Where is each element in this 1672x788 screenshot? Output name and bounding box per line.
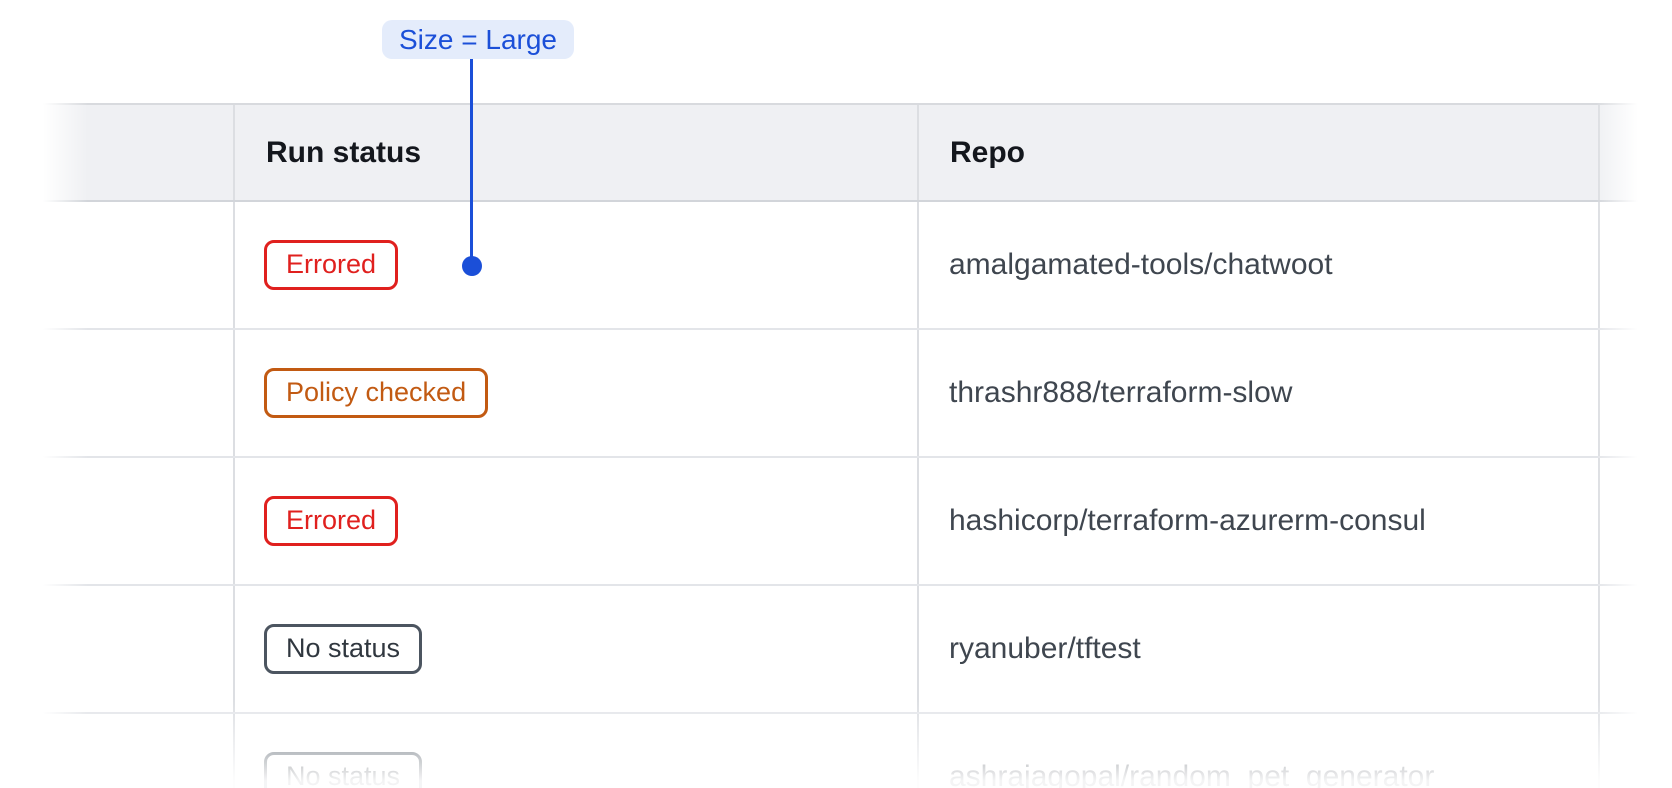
status-badge: Policy checked (264, 368, 489, 418)
repo-cell: ryanuber/tftest (917, 586, 1598, 712)
row-empty-cell (40, 714, 233, 788)
repo-name: thrashr888/terraform-slow (949, 376, 1293, 409)
run-status-cell: Errored (233, 202, 917, 328)
table-row[interactable]: Errored amalgamated-tools/chatwoot (40, 202, 1645, 330)
row-empty-cell (40, 202, 233, 328)
repo-name: amalgamated-tools/chatwoot (949, 248, 1333, 281)
table-row[interactable]: No status ashrajagopal/random_pet_genera… (40, 714, 1645, 788)
row-overflow-cell (1598, 330, 1645, 456)
row-overflow-cell (1598, 586, 1645, 712)
run-status-cell: No status (233, 714, 917, 788)
size-annotation-pill: Size = Large (382, 20, 574, 59)
repo-name: hashicorp/terraform-azurerm-consul (949, 504, 1426, 537)
repo-cell: ashrajagopal/random_pet_generator (917, 714, 1598, 788)
run-status-cell: Errored (233, 458, 917, 584)
header-cell-repo: Repo (917, 105, 1598, 200)
repo-name: ashrajagopal/random_pet_generator (949, 760, 1435, 788)
repo-name: ryanuber/tftest (949, 632, 1141, 665)
table-row[interactable]: Policy checked thrashr888/terraform-slow (40, 330, 1645, 458)
status-badge: No status (264, 752, 423, 788)
repo-cell: amalgamated-tools/chatwoot (917, 202, 1598, 328)
status-badge: Errored (264, 496, 399, 546)
status-badge: No status (264, 624, 423, 674)
table-row[interactable]: No status ryanuber/tftest (40, 586, 1645, 714)
annotation-connector-line (470, 59, 473, 257)
repo-cell: hashicorp/terraform-azurerm-consul (917, 458, 1598, 584)
repo-cell: thrashr888/terraform-slow (917, 330, 1598, 456)
header-cell-empty (40, 105, 233, 200)
header-cell-run-status: Run status (233, 105, 917, 200)
header-cell-overflow (1598, 105, 1645, 200)
row-overflow-cell (1598, 458, 1645, 584)
row-empty-cell (40, 330, 233, 456)
run-status-cell: Policy checked (233, 330, 917, 456)
row-overflow-cell (1598, 202, 1645, 328)
run-status-cell: No status (233, 586, 917, 712)
runs-table: Run status Repo Errored amalgamated-tool… (40, 103, 1645, 788)
row-overflow-cell (1598, 714, 1645, 788)
row-empty-cell (40, 458, 233, 584)
table-header-row: Run status Repo (40, 103, 1645, 202)
row-empty-cell (40, 586, 233, 712)
status-badge: Errored (264, 240, 399, 290)
annotation-anchor-dot (462, 256, 482, 276)
table-row[interactable]: Errored hashicorp/terraform-azurerm-cons… (40, 458, 1645, 586)
